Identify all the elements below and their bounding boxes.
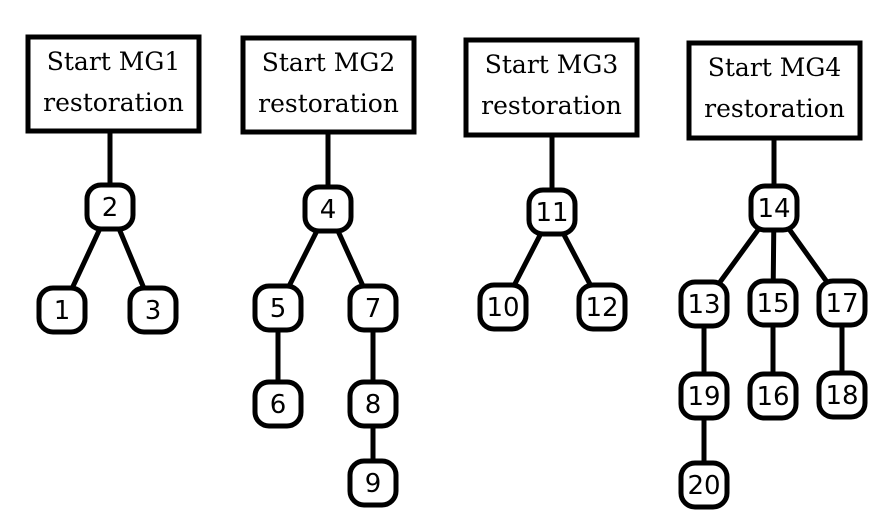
node-label: 17: [825, 289, 858, 319]
node-label: 16: [756, 382, 789, 412]
node-8: 8: [347, 379, 399, 429]
start-box-frame: [25, 34, 202, 134]
node-4: 4: [302, 184, 354, 234]
node-label: 2: [102, 193, 119, 223]
node-label: 3: [145, 296, 162, 326]
node-2: 2: [84, 182, 136, 232]
start-box-mg3: Start MG3 restoration: [463, 37, 640, 138]
start-box-title: Start MG3: [485, 50, 619, 79]
node-label: 13: [687, 290, 720, 320]
start-box-subtitle: restoration: [704, 94, 845, 123]
node-label: 5: [270, 294, 287, 324]
start-boxes-layer: Start MG1 restoration Start MG2 restoration…: [25, 34, 863, 141]
node-11: 11: [526, 187, 578, 237]
node-frame: [747, 278, 799, 328]
start-box-subtitle: restoration: [258, 89, 399, 118]
node-frame: [747, 371, 799, 421]
node-label: 10: [486, 293, 519, 323]
node-frame: [347, 379, 399, 429]
start-box-frame: [463, 37, 640, 138]
node-frame: [678, 460, 730, 510]
node-frame: [302, 184, 354, 234]
node-frame: [347, 283, 399, 333]
node-17: 17: [816, 278, 868, 328]
node-frame: [678, 371, 730, 421]
node-frame: [816, 278, 868, 328]
node-10: 10: [477, 282, 529, 332]
node-frame: [576, 282, 628, 332]
node-3: 3: [127, 285, 179, 335]
node-frame: [36, 285, 88, 335]
node-frame: [347, 458, 399, 508]
start-box-frame: [240, 35, 417, 135]
node-frame: [84, 182, 136, 232]
node-20: 20: [678, 460, 730, 510]
start-box-subtitle: restoration: [481, 91, 622, 120]
node-frame: [127, 285, 179, 335]
node-frame: [678, 279, 730, 329]
node-label: 9: [365, 469, 382, 499]
start-box-mg1: Start MG1 restoration: [25, 34, 202, 134]
node-15: 15: [747, 278, 799, 328]
start-box-title: Start MG4: [708, 53, 842, 82]
node-label: 1: [54, 296, 71, 326]
node-frame: [252, 379, 304, 429]
node-label: 12: [585, 293, 618, 323]
start-box-title: Start MG1: [47, 47, 181, 76]
node-label: 8: [365, 390, 382, 420]
node-1: 1: [36, 285, 88, 335]
node-frame: [816, 370, 868, 420]
node-12: 12: [576, 282, 628, 332]
node-label: 6: [270, 390, 287, 420]
node-16: 16: [747, 371, 799, 421]
node-label: 18: [825, 381, 858, 411]
node-7: 7: [347, 283, 399, 333]
node-frame: [748, 183, 800, 233]
node-13: 13: [678, 279, 730, 329]
node-19: 19: [678, 371, 730, 421]
node-5: 5: [252, 283, 304, 333]
start-box-subtitle: restoration: [43, 88, 184, 117]
node-label: 14: [757, 194, 790, 224]
node-6: 6: [252, 379, 304, 429]
node-9: 9: [347, 458, 399, 508]
node-label: 4: [320, 195, 337, 225]
start-box-frame: [686, 40, 863, 141]
node-label: 19: [687, 382, 720, 412]
node-frame: [526, 187, 578, 237]
node-label: 7: [365, 294, 382, 324]
node-frame: [252, 283, 304, 333]
node-18: 18: [816, 370, 868, 420]
node-14: 14: [748, 183, 800, 233]
start-box-title: Start MG2: [262, 48, 396, 77]
node-label: 11: [535, 198, 568, 228]
start-box-mg4: Start MG4 restoration: [686, 40, 863, 141]
node-label: 15: [756, 289, 789, 319]
node-frame: [477, 282, 529, 332]
start-box-mg2: Start MG2 restoration: [240, 35, 417, 135]
node-label: 20: [687, 471, 720, 501]
